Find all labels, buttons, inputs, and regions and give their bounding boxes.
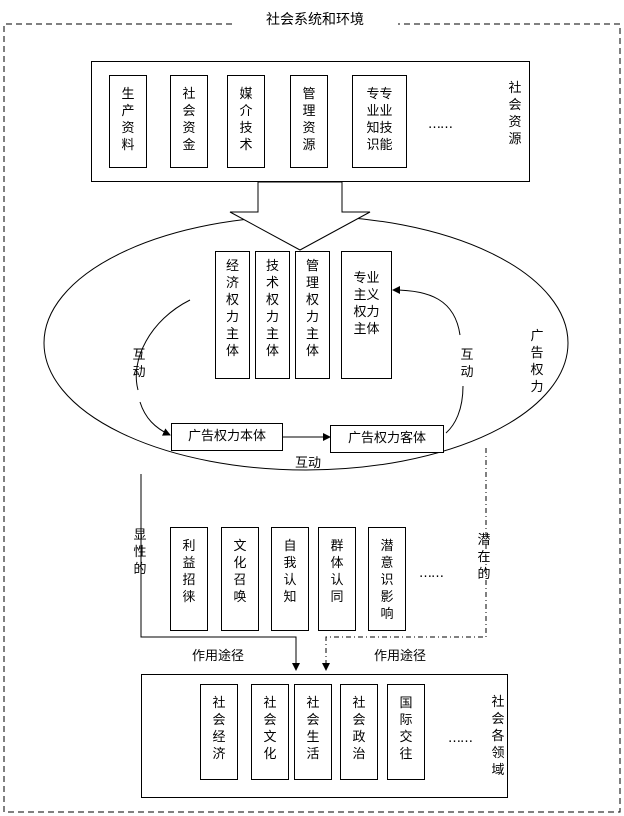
outer-frame — [3, 23, 621, 813]
resource-production-materials: 生 产 资 料 — [109, 75, 147, 168]
path-group-identity: 群 体 认 同 — [318, 527, 356, 631]
ontology-box: 广告权力本体 — [171, 423, 283, 451]
outer-title: 社会系统和环境 — [232, 12, 398, 28]
interact-right-label: 互 动 — [460, 348, 474, 380]
resource-arrow — [229, 181, 371, 251]
domain-life: 社 会 生 活 — [294, 684, 332, 780]
resources-label: 社 会 资 源 — [508, 81, 522, 147]
latent-path-line — [322, 448, 487, 671]
path-interest: 利 益 招 徕 — [170, 527, 208, 631]
path-self-cognition: 自 我 认 知 — [271, 527, 309, 631]
domains-ellipsis: …… — [448, 731, 473, 746]
resource-management: 管 理 资 源 — [290, 75, 328, 168]
domain-culture: 社 会 文 化 — [251, 684, 289, 780]
explicit-path-line — [140, 474, 300, 671]
latent-label: 潜 在 的 — [477, 533, 491, 582]
path-subconscious: 潜 意 识 影 响 — [368, 527, 406, 631]
action-path-right: 作用途径 — [373, 649, 426, 664]
resource-social-capital: 社 会 资 金 — [170, 75, 208, 168]
subject-economic: 经 济 权 力 主 体 — [215, 251, 250, 379]
subject-management: 管 理 权 力 主 体 — [295, 251, 330, 379]
object-box: 广告权力客体 — [330, 425, 444, 453]
subject-technical: 技 术 权 力 主 体 — [255, 251, 290, 379]
domain-international: 国 际 交 往 — [387, 684, 425, 780]
resource-media-tech: 媒 介 技 术 — [227, 75, 265, 168]
resources-ellipsis: …… — [428, 117, 453, 132]
action-path-left: 作用途径 — [191, 649, 244, 664]
interact-right-curve — [392, 286, 461, 336]
domain-politics: 社 会 政 治 — [340, 684, 378, 780]
interact-right-lower — [445, 385, 464, 434]
explicit-label: 显 性 的 — [133, 528, 147, 577]
power-label: 广 告 权 力 — [530, 329, 544, 395]
subject-professionalism: 专业 主义 权力 主体 — [341, 251, 392, 379]
interact-left-label: 互 动 — [132, 348, 146, 380]
interact-bottom-label: 互动 — [294, 456, 321, 471]
resource-expertise: 专专 业业 知技 识能 — [352, 75, 407, 168]
interact-left-lower — [139, 401, 171, 436]
domains-label: 社 会 各 领 域 — [491, 695, 505, 778]
domain-economy: 社 会 经 济 — [200, 684, 238, 780]
interact-left-curve — [135, 299, 191, 391]
paths-ellipsis: …… — [419, 566, 444, 581]
path-culture: 文 化 召 唤 — [221, 527, 259, 631]
